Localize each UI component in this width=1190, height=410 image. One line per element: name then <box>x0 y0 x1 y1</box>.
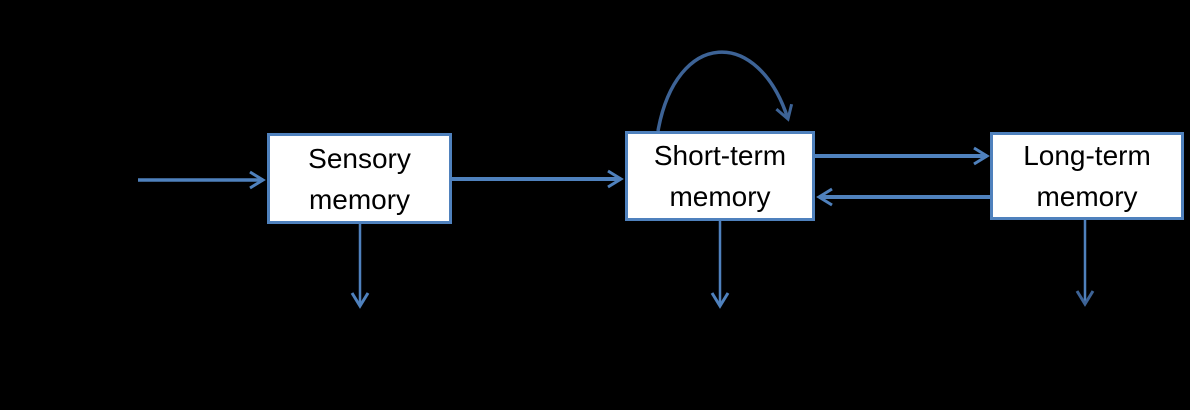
short-term-memory-node: Short-term memory <box>625 131 815 221</box>
long-term-memory-label-line1: Long-term <box>1023 140 1151 171</box>
long-term-memory-label-line2: memory <box>1036 181 1138 212</box>
rehearsal-loop-arrow <box>656 50 794 132</box>
long-term-memory-node: Long-term memory <box>990 132 1184 220</box>
sensory-memory-node: Sensory memory <box>267 133 452 224</box>
short-term-memory-label-line1: Short-term <box>653 140 787 171</box>
sensory-memory-label-line1: Sensory <box>308 142 411 174</box>
short-term-memory-label-line2: memory <box>669 181 771 212</box>
sensory-memory-label-line2: memory <box>308 183 411 215</box>
